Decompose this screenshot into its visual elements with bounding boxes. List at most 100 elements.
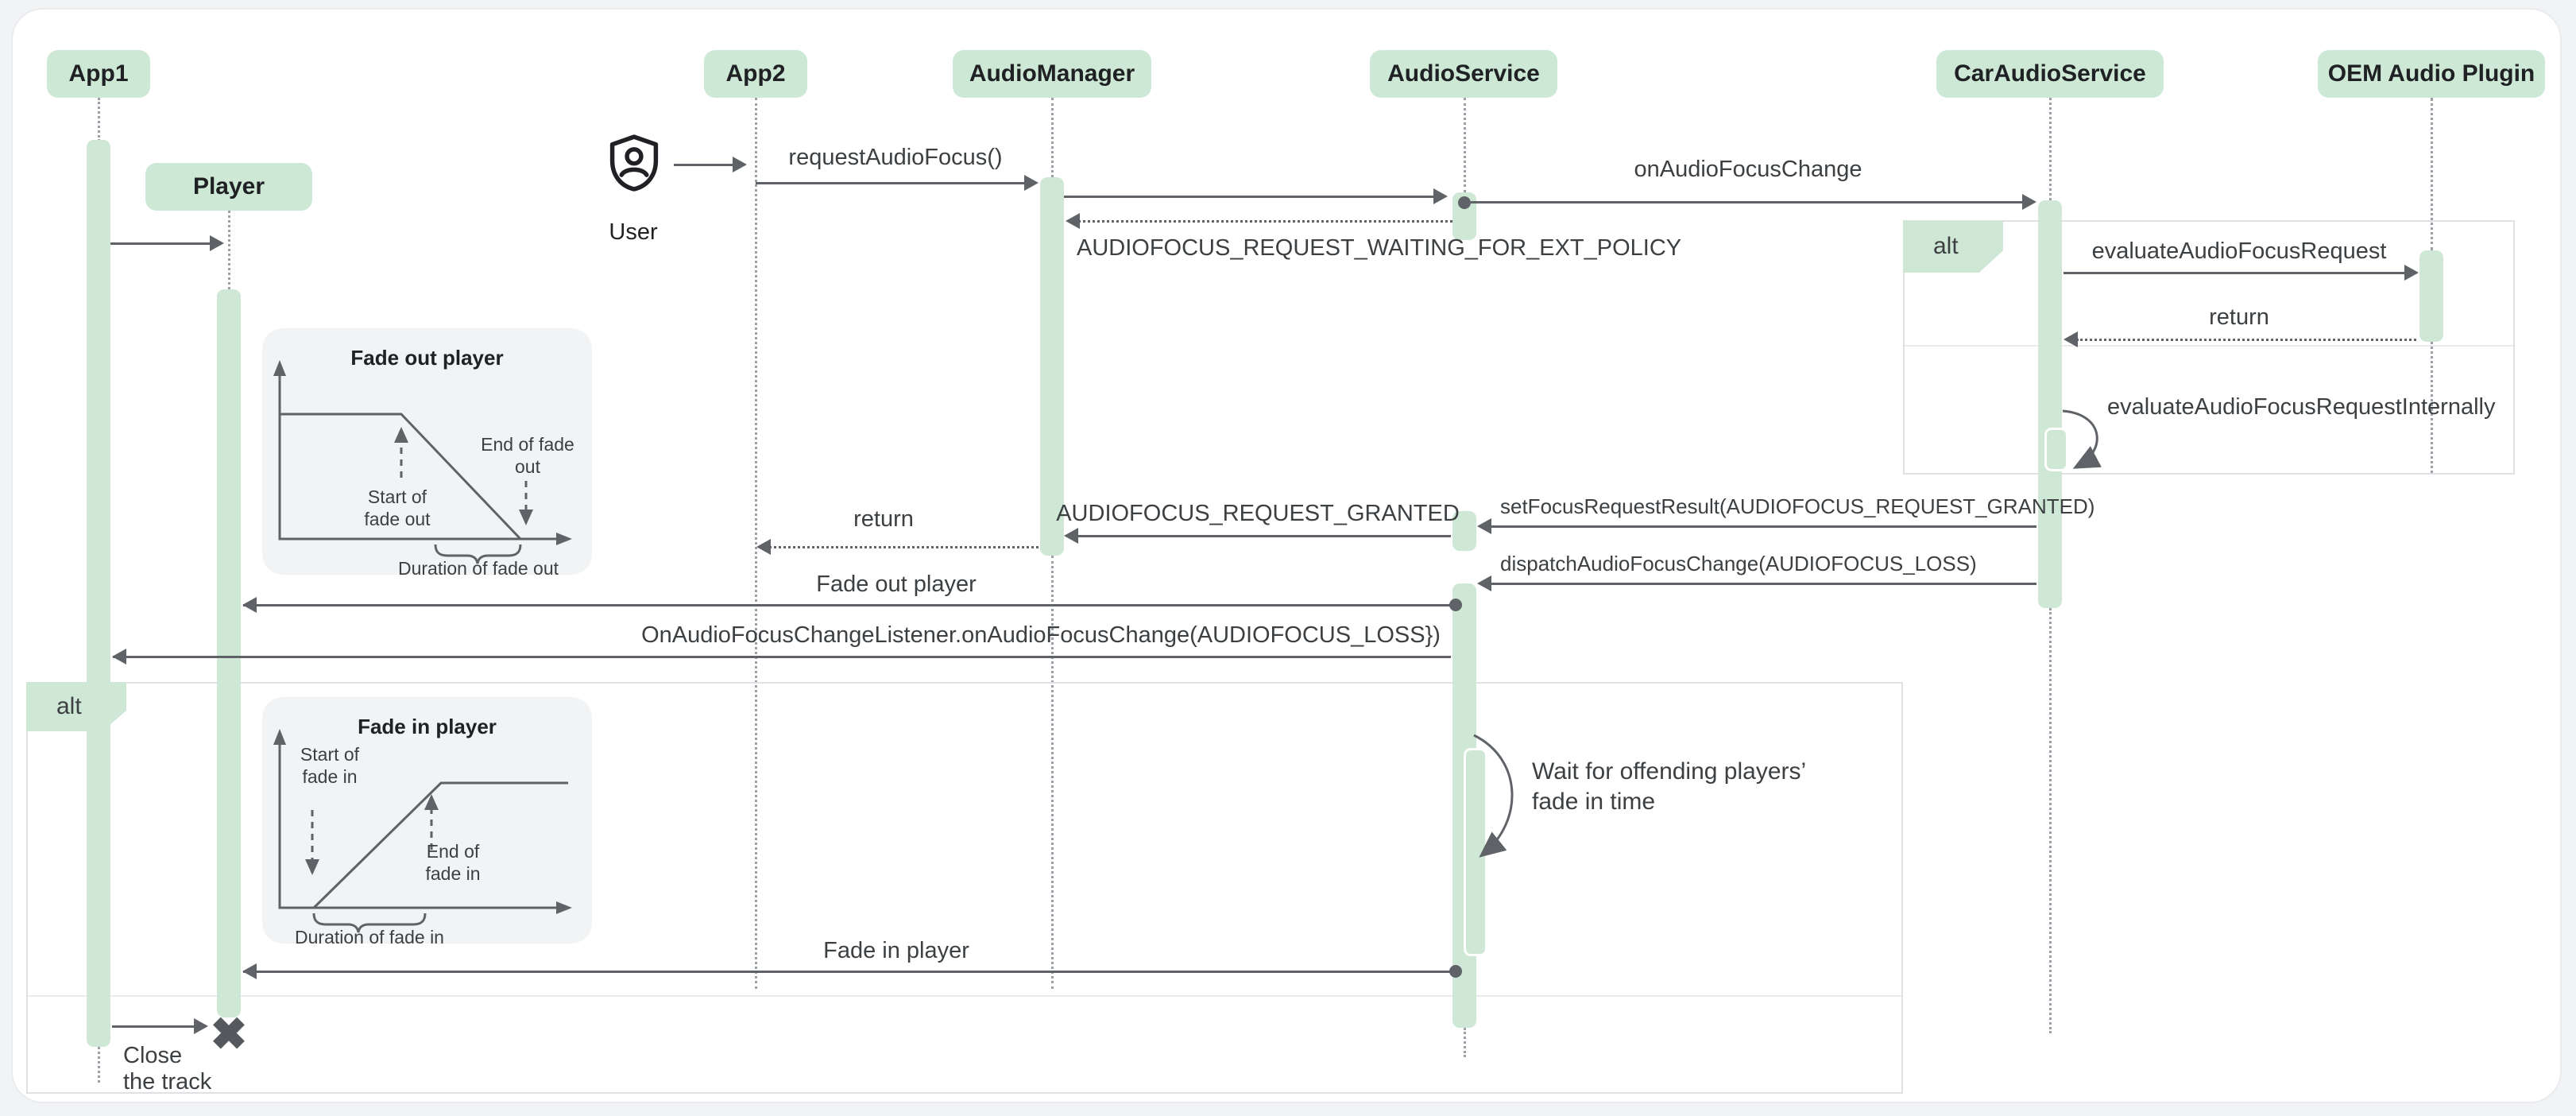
- lifeline-header-player: Player: [145, 163, 312, 211]
- dot-fade-out: [1449, 599, 1462, 611]
- arrowhead-on-audio-focus-change: [2022, 194, 2036, 210]
- close-line2: the track: [123, 1069, 212, 1095]
- activation-bar-audiomanager: [1040, 177, 1064, 556]
- message-evaluate-request: evaluateAudioFocusRequest: [2091, 238, 2387, 264]
- arrowhead-fade-out-player: [242, 597, 257, 613]
- message-fade-in-player: Fade in player: [823, 938, 969, 963]
- note-wait-fade-in: Wait for offending players’ fade in time: [1532, 757, 1806, 817]
- arrowhead-waiting-ext-policy: [1066, 213, 1080, 229]
- arrow-app1-player: [110, 242, 220, 245]
- arrowhead-request-audio-focus: [1024, 175, 1039, 191]
- arrow-set-focus-result: [1490, 525, 2036, 528]
- message-set-focus-result: setFocusRequestResult(AUDIOFOCUS_REQUEST…: [1500, 494, 2095, 518]
- chart-title: Fade in player: [358, 715, 497, 738]
- alt-label-left: alt: [26, 682, 126, 731]
- arrow-audiomanager-audioservice: [1064, 196, 1443, 198]
- arrow-dispatch-change: [1490, 583, 2036, 585]
- message-request-audio-focus: requestAudioFocus(): [788, 145, 1003, 170]
- arrowhead-return-oem: [2064, 331, 2078, 347]
- arrowhead-fade-in-player: [242, 963, 257, 979]
- lifeline-audioservice: [1464, 98, 1466, 192]
- arrow-close-track: [112, 1025, 203, 1028]
- arrow-return-audiomanager: [769, 546, 1039, 548]
- lifeline-header-app2: App2: [704, 50, 807, 98]
- arrow-request-granted: [1077, 535, 1451, 537]
- lifeline-audioservice-tail: [1464, 1028, 1466, 1057]
- activation-bar-app1: [87, 140, 110, 1047]
- lifeline-header-app1: App1: [47, 50, 150, 98]
- lifeline-header-audiomanager: AudioManager: [953, 50, 1151, 98]
- fade-out-chart-plot: [273, 360, 572, 564]
- user-actor-label: User: [609, 219, 658, 245]
- lifeline-header-oem: OEM Audio Plugin: [2318, 50, 2545, 98]
- arrowhead-evaluate-request: [2404, 265, 2419, 281]
- arrow-waiting-ext-policy: [1078, 220, 1452, 223]
- arrow-on-focus-loss: [113, 656, 1451, 658]
- alt-left-text: alt: [56, 693, 82, 719]
- message-on-focus-loss: OnAudioFocusChangeListener.onAudioFocusC…: [641, 622, 1441, 648]
- arrowhead-close-track: [194, 1018, 208, 1034]
- message-waiting-ext-policy: AUDIOFOCUS_REQUEST_WAITING_FOR_EXT_POLIC…: [1077, 235, 1682, 261]
- alt-fragment-right: [1903, 220, 2515, 475]
- destroy-x-icon: ✖: [210, 1009, 248, 1059]
- arrow-return-oem: [2076, 339, 2416, 341]
- fade-in-chart-plot: [273, 729, 572, 933]
- lifeline-app2: [755, 98, 757, 989]
- close-line1: Close: [123, 1043, 183, 1068]
- message-close-track: Close the track: [123, 1043, 211, 1095]
- fade-out-chart: Fade out player Start of fade out End of…: [262, 328, 592, 579]
- message-dispatch-change: dispatchAudioFocusChange(AUDIOFOCUS_LOSS…: [1500, 552, 1977, 575]
- chart-title: Fade out player: [350, 346, 504, 370]
- message-evaluate-internally: evaluateAudioFocusRequestInternally: [2107, 394, 2496, 420]
- arrow-fade-in-player: [243, 971, 1451, 973]
- alt-right-text: alt: [1933, 233, 1959, 259]
- alt-label-right: alt: [1903, 220, 2003, 273]
- message-request-granted: AUDIOFOCUS_REQUEST_GRANTED: [1056, 501, 1460, 526]
- alt-fragment-left: [26, 682, 1903, 1094]
- activation-bar-oem: [2419, 250, 2443, 342]
- note-wait-line1: Wait for offending players’: [1532, 758, 1807, 785]
- dot-on-audio-focus-change: [1458, 196, 1471, 209]
- alt-right-divider: [1905, 345, 2513, 347]
- arrowhead-audiomanager-audioservice: [1433, 188, 1448, 204]
- arrow-fade-out-player: [243, 604, 1451, 606]
- chart-label-duration: Duration of fade out: [397, 558, 559, 579]
- arrowhead-on-focus-loss: [112, 649, 126, 665]
- lifeline-caraudioservice: [2049, 98, 2052, 200]
- user-actor-icon: [609, 134, 659, 192]
- lifeline-header-caraudioservice: CarAudioService: [1936, 50, 2164, 98]
- chart-label-end: End of fade out: [481, 434, 574, 477]
- chart-label-end: End of fade in: [425, 841, 481, 884]
- note-wait-line2: fade in time: [1532, 789, 1656, 815]
- self-loop-evaluate-internally: [2062, 409, 2102, 469]
- lifeline-app1: [98, 98, 100, 141]
- lifeline-audiomanager: [1051, 98, 1054, 177]
- arrow-on-audio-focus-change: [1471, 201, 2027, 203]
- lifeline-app1-tail: [98, 1047, 100, 1083]
- lifeline-oem: [2431, 98, 2433, 250]
- chart-label-duration: Duration of fade in: [295, 927, 444, 947]
- arrowhead-user-app2: [733, 157, 747, 172]
- lifeline-audiomanager-tail: [1051, 556, 1054, 989]
- arrow-request-audio-focus: [756, 182, 1033, 184]
- lifeline-caraudioservice-tail: [2049, 608, 2052, 1033]
- lifeline-oem-tail: [2431, 342, 2433, 473]
- activation-bar-caraudioservice-nested: [2044, 428, 2068, 471]
- arrowhead-return-audiomanager: [756, 539, 771, 555]
- arrowhead-app1-player: [210, 235, 224, 251]
- lifeline-header-audioservice: AudioService: [1370, 50, 1557, 98]
- arrowhead-request-granted: [1064, 528, 1078, 544]
- activation-bar-audioservice-2: [1452, 511, 1476, 551]
- arrow-user-app2: [674, 164, 744, 166]
- arrowhead-dispatch-change: [1477, 575, 1491, 591]
- lifeline-player: [228, 211, 230, 289]
- chart-label-start: Start of fade in: [300, 744, 360, 787]
- fade-in-chart: Fade in player Start of fade in End of f…: [262, 697, 592, 947]
- arrowhead-set-focus-result: [1477, 518, 1491, 534]
- dot-fade-in: [1449, 965, 1462, 978]
- alt-left-divider: [28, 995, 1901, 997]
- message-on-audio-focus-change: onAudioFocusChange: [1634, 157, 1862, 182]
- message-return-oem: return: [2209, 304, 2269, 330]
- arrow-evaluate-request: [2064, 272, 2416, 274]
